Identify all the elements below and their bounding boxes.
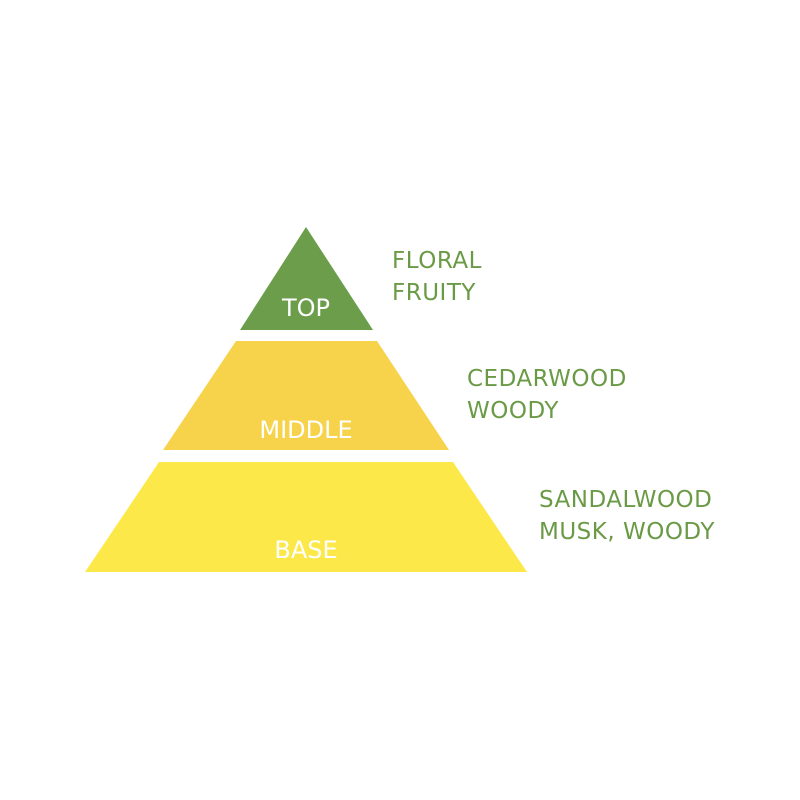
tier-top-note-2: FRUITY [392, 280, 476, 306]
tier-base-shape [85, 462, 527, 572]
tier-top-note-1: FLORAL [392, 248, 482, 274]
tier-base-note-1: SANDALWOOD [539, 487, 713, 513]
tier-middle-note-2: WOODY [467, 398, 559, 424]
tier-base-notes: SANDALWOOD MUSK, WOODY [539, 484, 715, 548]
tier-top-shape [240, 227, 373, 330]
tier-middle-shape [163, 341, 449, 450]
tier-middle-note-1: CEDARWOOD [467, 366, 627, 392]
tier-top-notes: FLORAL FRUITY [392, 245, 482, 309]
tier-base-label: BASE [274, 536, 337, 564]
tier-top-label: TOP [281, 294, 330, 322]
tier-base-note-2: MUSK, WOODY [539, 519, 715, 545]
tier-middle-notes: CEDARWOOD WOODY [467, 363, 627, 427]
tier-middle-label: MIDDLE [259, 416, 352, 444]
